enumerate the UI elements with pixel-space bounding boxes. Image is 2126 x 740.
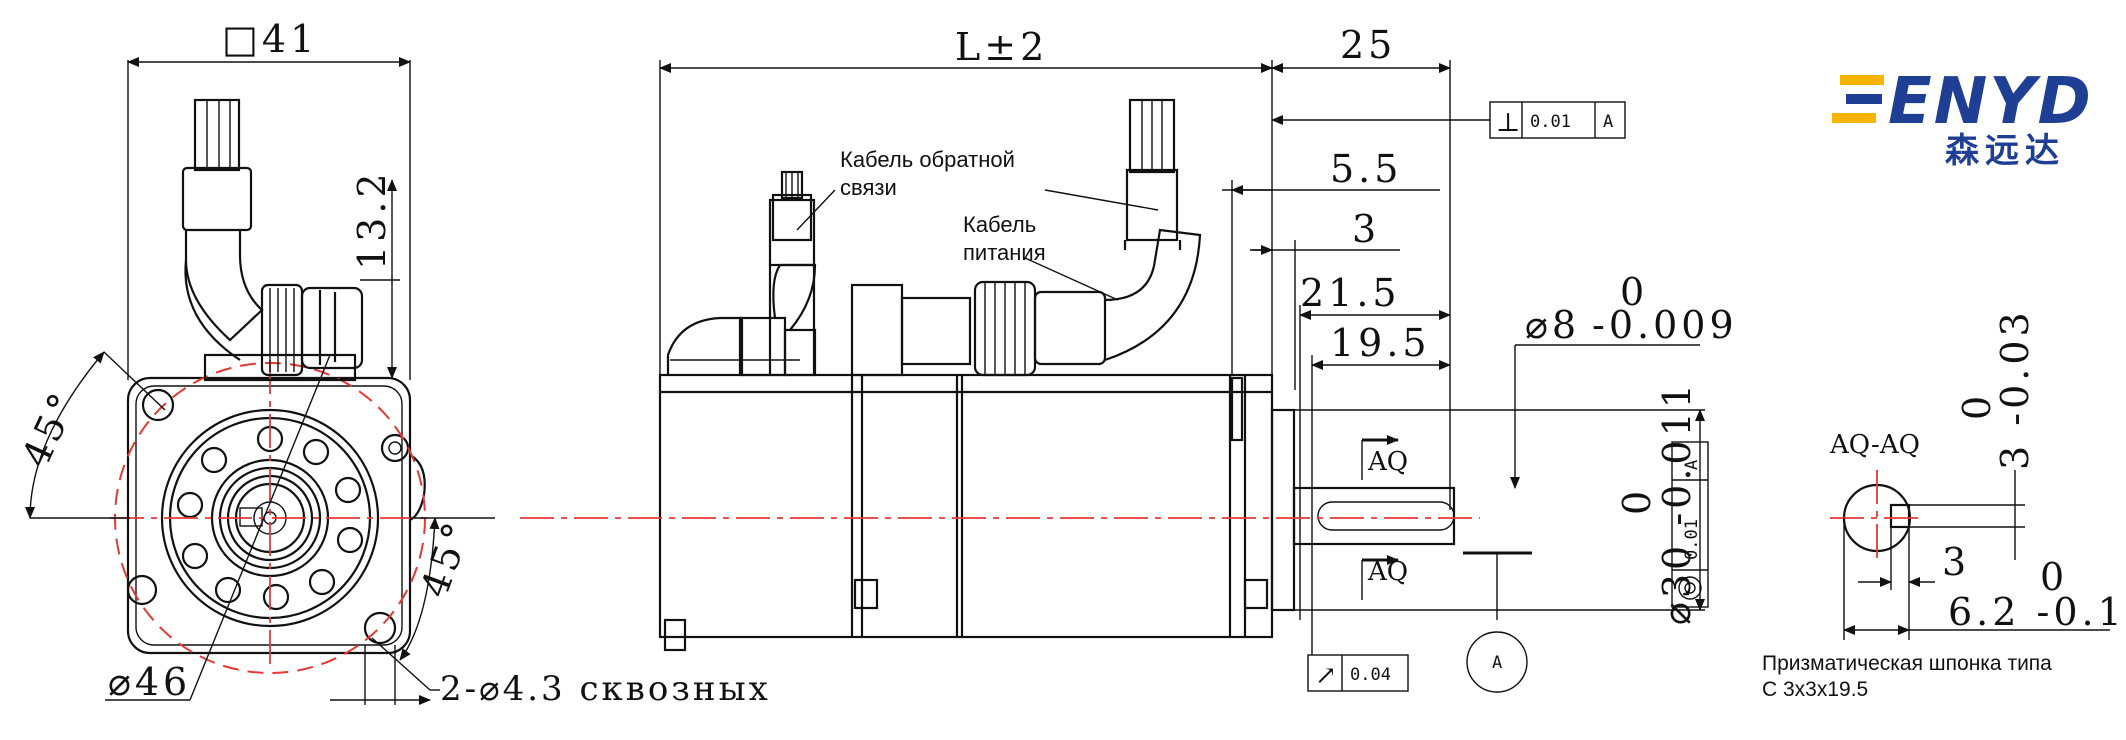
senyd-logo: ENYD 森远达 <box>1832 65 2093 171</box>
flange-outline <box>126 376 412 655</box>
shaft-dia-label: ⌀8 <box>1525 303 1580 347</box>
depth-upper: 0 <box>2040 555 2068 599</box>
pilot-ring <box>160 408 380 628</box>
shaft-dia-lower: -0.009 <box>1592 303 1738 347</box>
bolt-circle <box>176 425 364 611</box>
key-section <box>1889 503 1911 529</box>
key-width-label: 3 <box>1942 540 1970 584</box>
feedback-cable-label: Кабель обратной связи <box>840 147 1021 200</box>
pilot-upper: 0 <box>1615 487 1659 515</box>
keyway <box>1317 501 1455 531</box>
datum-circle <box>1466 631 1528 693</box>
pilot-diameter-label: ⌀46 <box>108 660 191 704</box>
shaft-dia-upper: 0 <box>1620 270 1648 314</box>
angle-top-label: 45° <box>13 383 86 474</box>
section-mark-bottom: AQ <box>1367 557 1408 587</box>
key-depth-lower: 3 -0.03 <box>1993 308 2037 470</box>
key-depth-upper: 0 <box>1955 392 1999 420</box>
angle-bottom-label: 45° <box>412 513 480 603</box>
perp-value: 0.01 <box>1530 112 1571 132</box>
dim-19-5: 19.5 <box>1330 321 1431 365</box>
dim-21-5: 21.5 <box>1300 271 1401 315</box>
mount-hole <box>126 574 158 606</box>
runout-symbol: ↗ <box>1315 661 1337 691</box>
holes-label: 2-⌀4.3 сквозных <box>440 669 771 709</box>
runout-value: 0.04 <box>1350 665 1391 685</box>
power-cable-label: Кабель питания <box>963 212 1046 265</box>
mount-hole <box>141 388 175 422</box>
front-view: □41 <box>13 17 771 709</box>
cable-offset-label: 13.2 <box>350 169 394 270</box>
logo-cn: 森远达 <box>1945 131 2065 171</box>
dim-5-5: 5.5 <box>1330 147 1402 191</box>
connector-body <box>193 98 241 172</box>
pos-value: 0.01 <box>1682 519 1702 560</box>
flange-size-label: □41 <box>222 17 318 61</box>
datum-label: A <box>1492 653 1502 673</box>
depth-label: 6.2 -0.1 <box>1948 590 2126 634</box>
key-caption: Призматическая шпонка типа C 3x3x19.5 <box>1762 652 2058 701</box>
length-label: L±2 <box>955 25 1048 69</box>
dim-3: 3 <box>1352 207 1380 251</box>
perp-datum: A <box>1603 112 1613 132</box>
section-view: AQ-AQ 0 3 -0.03 3 0 6.2 -0.1 Призматичес… <box>1762 308 2126 701</box>
side-view: L±2 25 ⊥ 0.01 A 5.5 3 21.5 19.5 ⌀8 <box>520 23 1738 693</box>
pos-datum: A <box>1682 460 1702 470</box>
mount-hole <box>363 611 397 645</box>
power-connector <box>850 283 904 377</box>
section-title: AQ-AQ <box>1829 430 1920 460</box>
pilot-boss <box>1270 408 1296 612</box>
shaft-length-label: 25 <box>1340 23 1396 67</box>
motor-body <box>658 373 1274 639</box>
pilot-label: ⌀30 -0.011 <box>1655 380 1699 625</box>
perp-symbol: ⊥ <box>1496 108 1520 138</box>
logo-text: ENYD <box>1888 65 2093 139</box>
section-mark-top: AQ <box>1367 447 1408 477</box>
